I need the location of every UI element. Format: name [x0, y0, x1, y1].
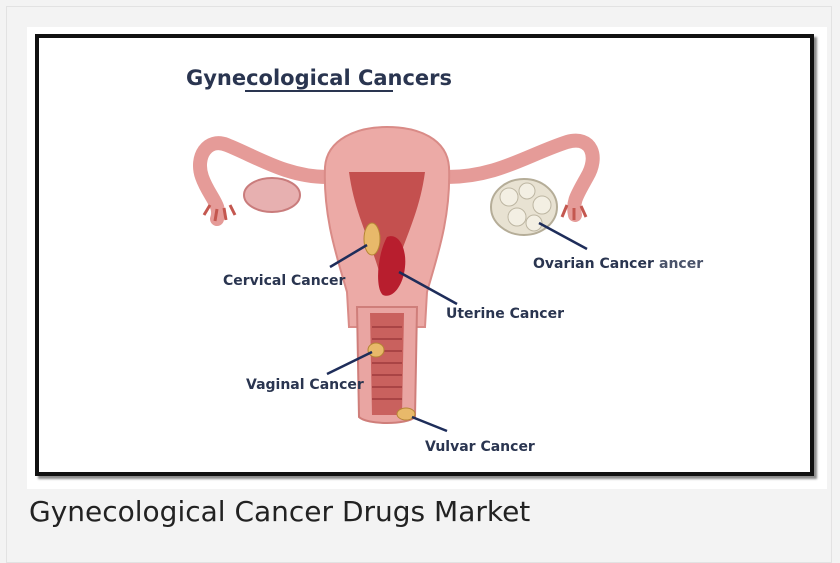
left-ovary [244, 178, 300, 212]
vulvar-leader [412, 417, 447, 431]
cervical-cancer-label: Cervical Cancer [223, 273, 346, 289]
figure-caption: Gynecological Cancer Drugs Market [29, 495, 530, 528]
uterine-cancer-label: Uterine Cancer [446, 306, 564, 322]
ovarian-cancer-label: Ovarian Cancer [533, 256, 654, 272]
vulvar-cancer-label: Vulvar Cancer [425, 439, 535, 455]
ovarian-cancer-overlap-label: ancer [659, 256, 703, 272]
tumor-lobe [519, 183, 535, 199]
vaginal-cancer-label: Vaginal Cancer [246, 377, 364, 393]
vaginal-tumor [368, 343, 384, 357]
tumor-lobe [500, 188, 518, 206]
cervical-tumor [364, 223, 380, 255]
diagram-title: Gynecological Cancers [186, 66, 452, 90]
figure-image: Gynecological Cancers [27, 27, 827, 489]
tumor-lobe [508, 208, 526, 226]
article-card: Gynecological Cancers [6, 6, 832, 563]
anatomy-diagram: Gynecological Cancers [27, 27, 827, 489]
tumor-lobe [533, 196, 551, 214]
ovarian-leader [539, 223, 587, 249]
